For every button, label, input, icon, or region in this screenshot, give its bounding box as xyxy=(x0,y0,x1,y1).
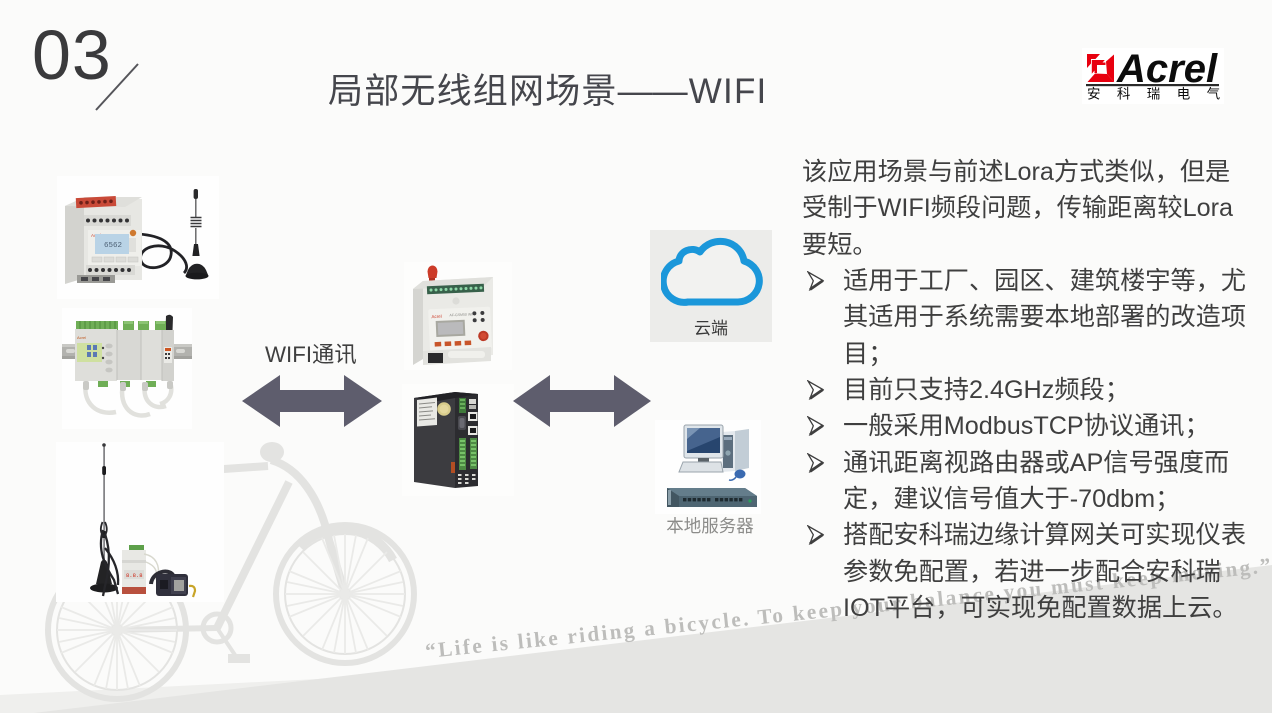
svg-text:Acrel: Acrel xyxy=(431,314,441,319)
svg-text:Acrel: Acrel xyxy=(77,335,86,340)
svg-text:安科瑞电气: 安科瑞电气 xyxy=(1087,87,1225,102)
svg-text:6562: 6562 xyxy=(104,242,122,250)
svg-text:AF-GSM50 WIFI: AF-GSM50 WIFI xyxy=(449,312,475,317)
svg-text:8.8.8: 8.8.8 xyxy=(126,572,143,579)
